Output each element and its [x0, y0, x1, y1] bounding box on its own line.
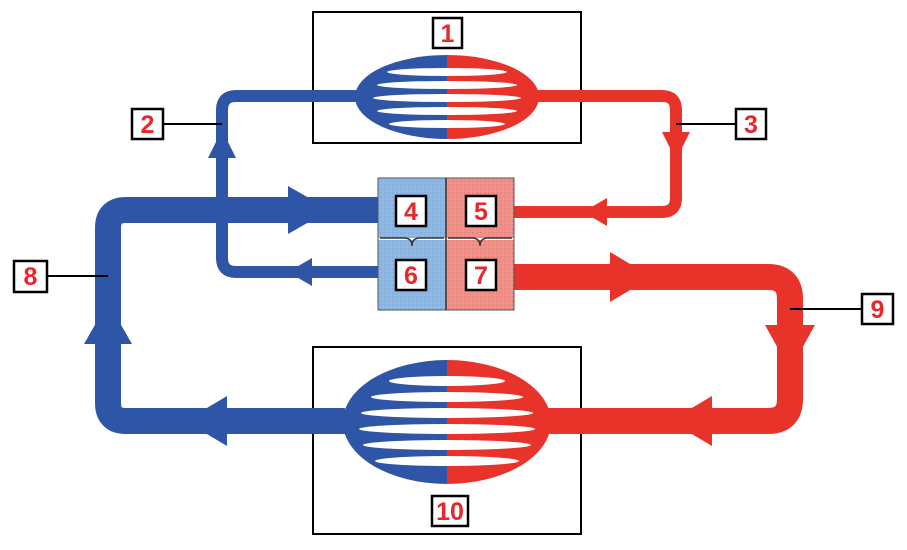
arrow-down-icon — [765, 325, 815, 370]
arrow-left-icon — [670, 396, 712, 446]
pulmonary-vein-vessel — [514, 90, 682, 218]
label-4-text: 4 — [404, 198, 418, 226]
label-10: 10 — [430, 494, 470, 528]
label-8-text: 8 — [24, 263, 38, 291]
label-7-text: 7 — [474, 262, 488, 290]
arrow-up-icon — [208, 130, 236, 158]
label-5-text: 5 — [474, 198, 488, 226]
label-3: 3 — [734, 107, 768, 141]
label-1: 1 — [431, 16, 464, 50]
arrow-left-icon — [288, 258, 312, 286]
body-box — [312, 346, 582, 535]
label-6-text: 6 — [404, 262, 418, 290]
label-1-text: 1 — [441, 20, 455, 48]
arrow-up-icon — [84, 302, 132, 344]
pulmonary-artery-vessel — [216, 90, 378, 278]
lung-capillary-bed — [355, 55, 539, 139]
label-5: 5 — [464, 194, 498, 228]
label-7: 7 — [464, 258, 498, 292]
body-capillary-bed — [343, 360, 551, 484]
label-3-text: 3 — [744, 111, 758, 139]
arrow-left-icon — [185, 396, 227, 446]
label-9-text: 9 — [871, 296, 885, 324]
label-6: 6 — [394, 258, 428, 292]
arrow-right-icon — [610, 252, 652, 302]
arrow-left-icon — [583, 198, 607, 226]
arrow-down-icon — [662, 132, 690, 160]
arrow-right-icon — [288, 186, 330, 234]
label-10-text: 10 — [436, 498, 464, 526]
label-9: 9 — [860, 292, 895, 326]
label-2-text: 2 — [141, 111, 155, 139]
label-4: 4 — [394, 194, 428, 228]
aorta-vessel — [514, 264, 803, 434]
label-2: 2 — [130, 107, 165, 141]
vena-cava-vessel — [95, 197, 380, 434]
lung-box — [312, 11, 582, 144]
label-8: 8 — [12, 259, 49, 294]
